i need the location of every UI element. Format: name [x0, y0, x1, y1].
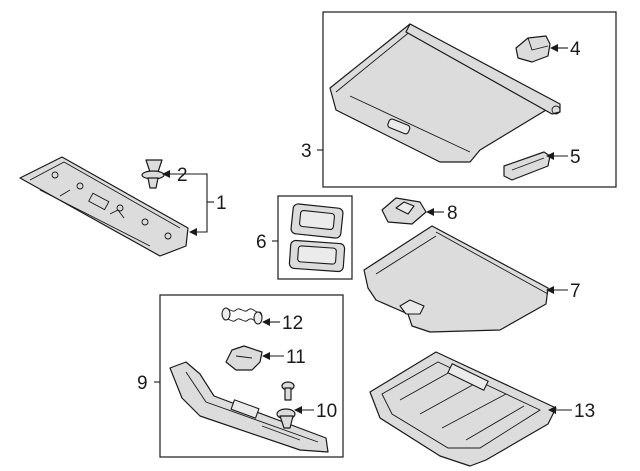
callout-3: 3	[301, 141, 312, 162]
part-13-storage-tray	[369, 351, 557, 467]
callout-10: 10	[316, 401, 337, 422]
part-3-cargo-cover	[329, 23, 561, 163]
callout-5: 5	[570, 147, 581, 168]
part-1-trim-panel	[19, 156, 189, 257]
group-box-6	[277, 195, 353, 280]
callout-7: 7	[570, 281, 581, 302]
group-box-9	[159, 294, 344, 458]
part-9-scuff-plate	[169, 361, 329, 453]
callout-2: 2	[177, 165, 188, 186]
part-10-fasteners	[276, 381, 296, 429]
leader-lines	[154, 44, 572, 414]
callout-6: 6	[256, 232, 267, 253]
callout-1: 1	[216, 193, 227, 214]
callout-9: 9	[137, 373, 148, 394]
callout-4: 4	[570, 39, 581, 60]
part-7-load-floor	[363, 225, 549, 333]
part-12-spring	[221, 307, 263, 325]
part-11-latch	[225, 345, 263, 371]
part-2-clip	[141, 159, 165, 189]
group-box-3	[322, 11, 617, 188]
callout-13: 13	[574, 401, 595, 422]
part-5-bracket	[503, 151, 551, 181]
part-8-handle	[381, 197, 427, 225]
part-4-end-cap	[515, 35, 551, 63]
part-6-trays	[288, 203, 346, 273]
callout-12: 12	[282, 313, 303, 334]
callout-11: 11	[286, 347, 306, 368]
callout-8: 8	[447, 203, 458, 224]
